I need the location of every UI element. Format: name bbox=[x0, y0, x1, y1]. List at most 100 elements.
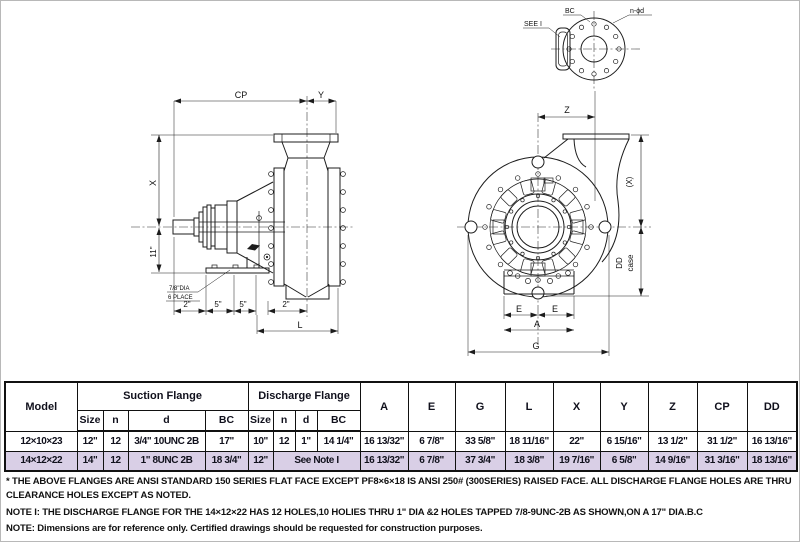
col-suction-bc: BC bbox=[204, 409, 249, 432]
col-suction-size: Size bbox=[76, 409, 104, 432]
dim-x-ref: (X) bbox=[625, 176, 634, 187]
pump-drawing: CP Y X 11" 2" 5" 5" 2" L bbox=[131, 8, 652, 356]
label-n-phi-d: n-ϕd bbox=[630, 8, 644, 15]
col-cp: CP bbox=[696, 381, 748, 432]
manufacturer-logo bbox=[247, 244, 260, 251]
hole-callout-dia: 7/8"DIA bbox=[169, 286, 189, 292]
dim-base-2a: 2" bbox=[183, 300, 190, 309]
cell: 18 11/16" bbox=[504, 430, 554, 452]
col-discharge-size: Size bbox=[247, 409, 274, 432]
cell: 31 3/16" bbox=[696, 450, 748, 472]
detail-labels: BC n-ϕd SEE I bbox=[523, 8, 652, 38]
col-y: Y bbox=[599, 381, 649, 432]
cell: 12 bbox=[102, 450, 129, 472]
cell: 18 3/8" bbox=[504, 450, 554, 472]
dim-l: L bbox=[297, 320, 302, 330]
dim-a: A bbox=[534, 319, 540, 329]
cell: 12" bbox=[247, 450, 274, 472]
dim-g: G bbox=[532, 341, 539, 351]
col-discharge-n: n bbox=[272, 409, 296, 432]
cell: 3/4" 10UNC 2B bbox=[127, 430, 206, 452]
dim-base-2b: 2" bbox=[282, 300, 289, 309]
dim-e2: E bbox=[552, 304, 558, 314]
cell: 1" bbox=[294, 430, 318, 452]
cell: 6 7/8" bbox=[407, 450, 456, 472]
dim-11in: 11" bbox=[149, 246, 158, 257]
model-cell: 12×10×23 bbox=[4, 430, 78, 452]
dim-dd-case: case bbox=[626, 254, 635, 271]
cell: 14 9/16" bbox=[647, 450, 698, 472]
gusset-ribs bbox=[490, 177, 586, 277]
col-model: Model bbox=[4, 381, 78, 432]
notes-block: * THE ABOVE FLANGES ARE ANSI STANDARD 15… bbox=[6, 475, 797, 539]
cell: 17" bbox=[204, 430, 249, 452]
col-discharge-d: d bbox=[294, 409, 318, 432]
side-view: CP Y X 11" 2" 5" 5" 2" L bbox=[131, 90, 353, 334]
detail-bolt-holes bbox=[566, 21, 622, 77]
col-g: G bbox=[454, 381, 506, 432]
dim-z: Z bbox=[564, 105, 570, 115]
cell: 6 15/16" bbox=[599, 430, 649, 452]
cell: 12 bbox=[272, 430, 296, 452]
note-reference: NOTE: Dimensions are for reference only.… bbox=[6, 523, 483, 535]
table-row: 14×12×22 14" 12 1" 8UNC 2B 18 3/4" 12" S… bbox=[4, 450, 798, 472]
dim-base-5b: 5" bbox=[239, 300, 246, 309]
cell: 18 13/16" bbox=[746, 450, 798, 472]
cell: 14" bbox=[76, 450, 104, 472]
cell: 6 5/8" bbox=[599, 450, 649, 472]
hole-callout-places: 6 PLACE bbox=[168, 295, 193, 301]
col-suction-flange: Suction Flange bbox=[76, 381, 249, 411]
label-see-i: SEE I bbox=[524, 21, 542, 28]
bearing-frame bbox=[214, 181, 274, 274]
cell: 14 1/4" bbox=[316, 430, 361, 452]
cell: 6 7/8" bbox=[407, 430, 456, 452]
col-a: A bbox=[359, 381, 409, 432]
cell: 18 3/4" bbox=[204, 450, 249, 472]
model-cell: 14×12×22 bbox=[4, 450, 78, 472]
note-i: NOTE I: THE DISCHARGE FLANGE FOR THE 14×… bbox=[6, 506, 703, 518]
base-plate bbox=[205, 264, 270, 274]
col-suction-n: n bbox=[102, 409, 129, 432]
dimension-table: Model Suction Flange Discharge Flange A … bbox=[4, 381, 799, 472]
col-discharge-bc: BC bbox=[316, 409, 361, 432]
cell: 33 5/8" bbox=[454, 430, 506, 452]
col-discharge-flange: Discharge Flange bbox=[247, 381, 361, 411]
flange-detail-view: BC n-ϕd SEE I bbox=[523, 8, 652, 89]
label-bc: BC bbox=[565, 8, 575, 15]
discharge-flange-front bbox=[543, 133, 630, 263]
dim-e1: E bbox=[516, 304, 522, 314]
cell: 1" 8UNC 2B bbox=[127, 450, 206, 472]
cell: 31 1/2" bbox=[696, 430, 748, 452]
dim-dd: DD bbox=[615, 257, 624, 269]
col-dd: DD bbox=[746, 381, 798, 432]
see-note-cell: See Note I bbox=[272, 450, 361, 472]
casing-bosses bbox=[464, 155, 612, 300]
flange-pad bbox=[555, 27, 571, 71]
col-l: L bbox=[504, 381, 554, 432]
casing-foot bbox=[503, 269, 575, 295]
casing-bolts bbox=[268, 171, 346, 285]
col-suction-d: d bbox=[127, 409, 206, 432]
cell: 22" bbox=[552, 430, 601, 452]
cell: 12" bbox=[76, 430, 104, 452]
front-view-dimensions: Z (X) DD case E E A G bbox=[467, 91, 649, 356]
dim-cp: CP bbox=[235, 90, 248, 100]
note-flange-standard: * THE ABOVE FLANGES ARE ANSI STANDARD 15… bbox=[6, 476, 792, 501]
cell: 12 bbox=[102, 430, 129, 452]
dim-base-5a: 5" bbox=[214, 300, 221, 309]
cell: 13 1/2" bbox=[647, 430, 698, 452]
cell: 10" bbox=[247, 430, 274, 452]
suction-bore bbox=[504, 193, 572, 261]
col-z: Z bbox=[647, 381, 698, 432]
col-e: E bbox=[407, 381, 456, 432]
dim-y: Y bbox=[318, 90, 324, 100]
cell: 37 3/4" bbox=[454, 450, 506, 472]
front-view: Z (X) DD case E E A G bbox=[457, 91, 651, 356]
cell: 16 13/32" bbox=[359, 430, 409, 452]
table-row: 12×10×23 12" 12 3/4" 10UNC 2B 17" 10" 12… bbox=[4, 430, 798, 452]
cell: 16 13/32" bbox=[359, 450, 409, 472]
col-x: X bbox=[552, 381, 601, 432]
casing-side bbox=[268, 133, 346, 300]
side-view-dimensions: CP Y X 11" 2" 5" 5" 2" L bbox=[148, 90, 339, 334]
